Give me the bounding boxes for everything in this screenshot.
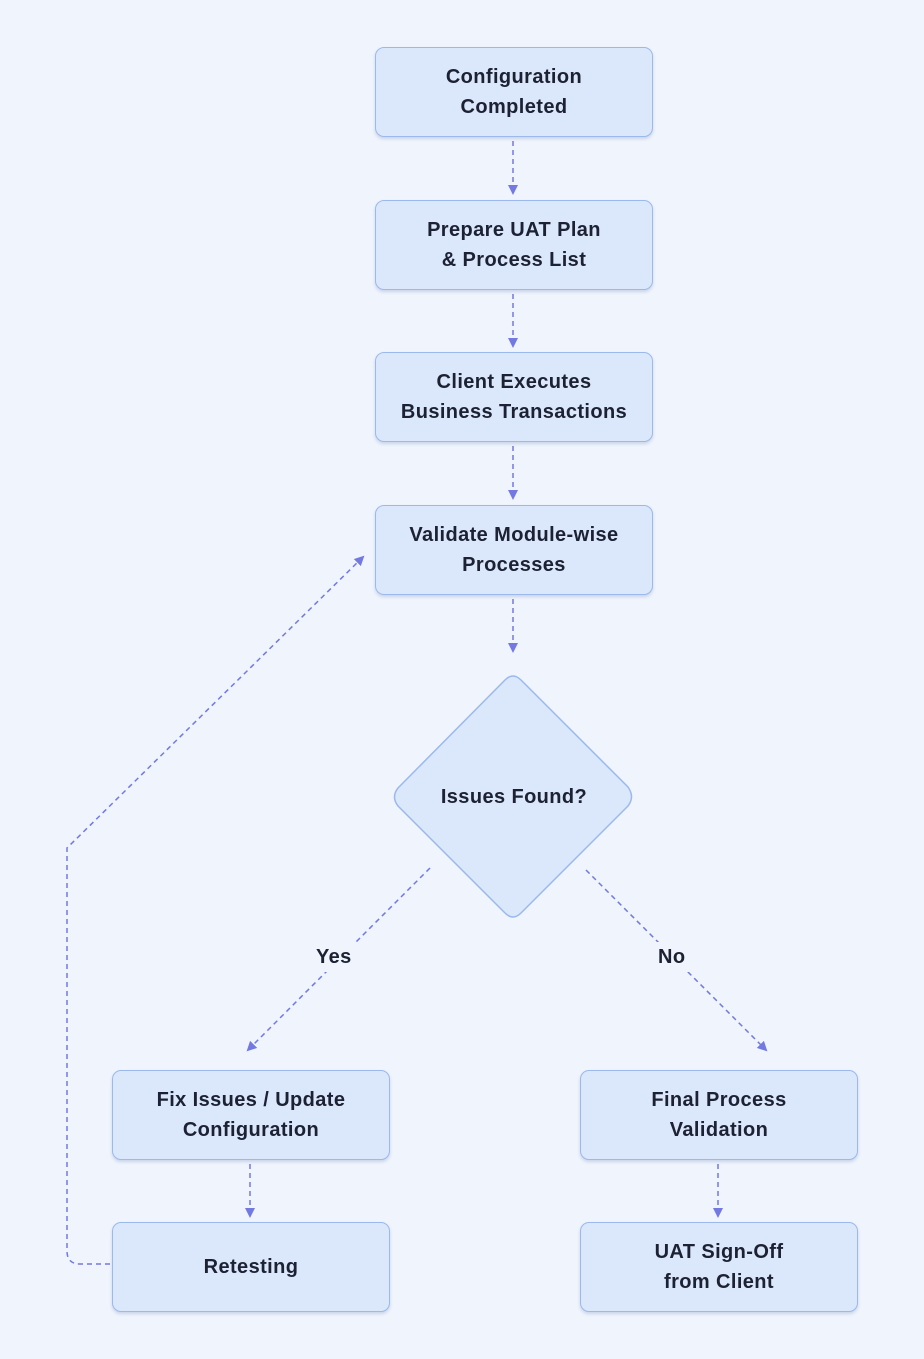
- edge-label-yes: Yes: [312, 942, 356, 972]
- node-label: Fix Issues / Update Configuration: [156, 1089, 346, 1141]
- node-final-validation: Final Process Validation: [580, 1070, 858, 1160]
- node-label: Retesting: [203, 1256, 299, 1278]
- node-label: Validate Module-wise Processes: [409, 524, 619, 576]
- node-label: Final Process Validation: [651, 1089, 787, 1141]
- node-configuration-completed: Configuration Completed: [375, 47, 653, 137]
- decision-issues-found-label: Issues Found?: [440, 786, 588, 808]
- arrow-retest-loopback: [66, 555, 365, 1265]
- node-validate-processes: Validate Module-wise Processes: [375, 505, 653, 595]
- node-label: UAT Sign-Off from Client: [654, 1241, 784, 1293]
- node-label: Prepare UAT Plan & Process List: [427, 219, 601, 271]
- node-uat-signoff: UAT Sign-Off from Client: [580, 1222, 858, 1312]
- decision-diamond: [393, 675, 633, 918]
- node-fix-issues: Fix Issues / Update Configuration: [112, 1070, 390, 1160]
- edge-label-no: No: [654, 942, 690, 972]
- node-label: Client Executes Business Transactions: [400, 371, 628, 423]
- node-label: Configuration Completed: [445, 66, 583, 118]
- node-prepare-uat-plan: Prepare UAT Plan & Process List: [375, 200, 653, 290]
- node-client-executes: Client Executes Business Transactions: [375, 352, 653, 442]
- node-retesting: Retesting: [112, 1222, 390, 1312]
